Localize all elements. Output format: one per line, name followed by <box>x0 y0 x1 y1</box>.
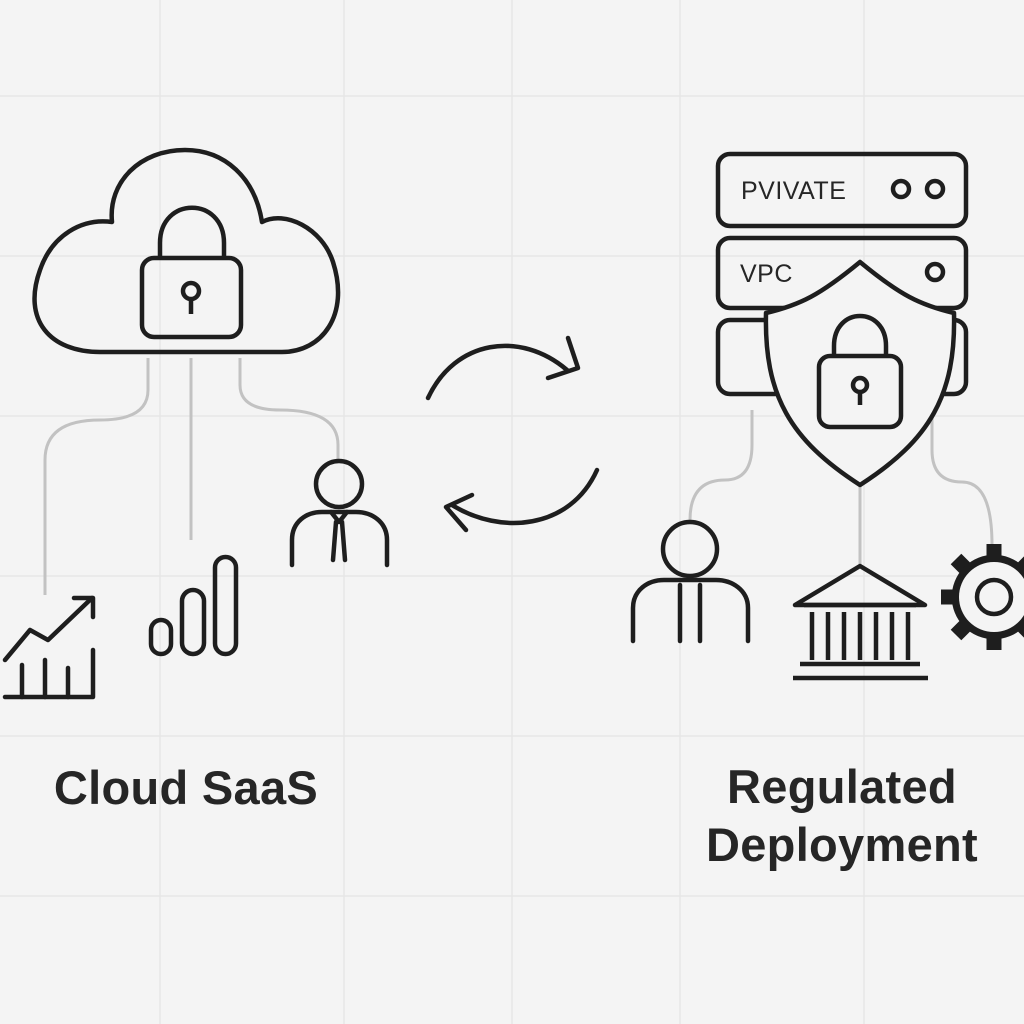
regulated-label-line-2: Deployment <box>706 818 978 871</box>
server-top-label: PVIVATE <box>741 177 846 205</box>
cloud-saas-label: Cloud SaaS <box>53 761 319 814</box>
server-led-icon <box>890 178 912 200</box>
bar-chart-icon <box>148 554 239 657</box>
regulated-deployment-label: Regulated Deployment <box>640 758 1024 874</box>
bank-icon <box>792 563 928 681</box>
cloud-connectors <box>43 358 340 595</box>
user-icon <box>630 519 751 644</box>
shield-icon <box>763 259 957 488</box>
server-led-icon <box>924 261 946 283</box>
gear-icon <box>941 544 1024 650</box>
regulated-label-line-1: Regulated <box>727 760 957 813</box>
server-led-icon <box>924 178 946 200</box>
growth-chart-icon <box>2 595 96 700</box>
server-unit-top <box>715 151 969 229</box>
cloud-icon <box>32 147 341 355</box>
person-icon <box>289 458 390 568</box>
shield-padlock-icon <box>816 313 904 430</box>
server-mid-label: VPC <box>740 260 793 288</box>
cloud-padlock-icon <box>139 205 244 340</box>
deployment-connectors <box>688 410 994 565</box>
sync-arrows-icon <box>425 335 600 533</box>
